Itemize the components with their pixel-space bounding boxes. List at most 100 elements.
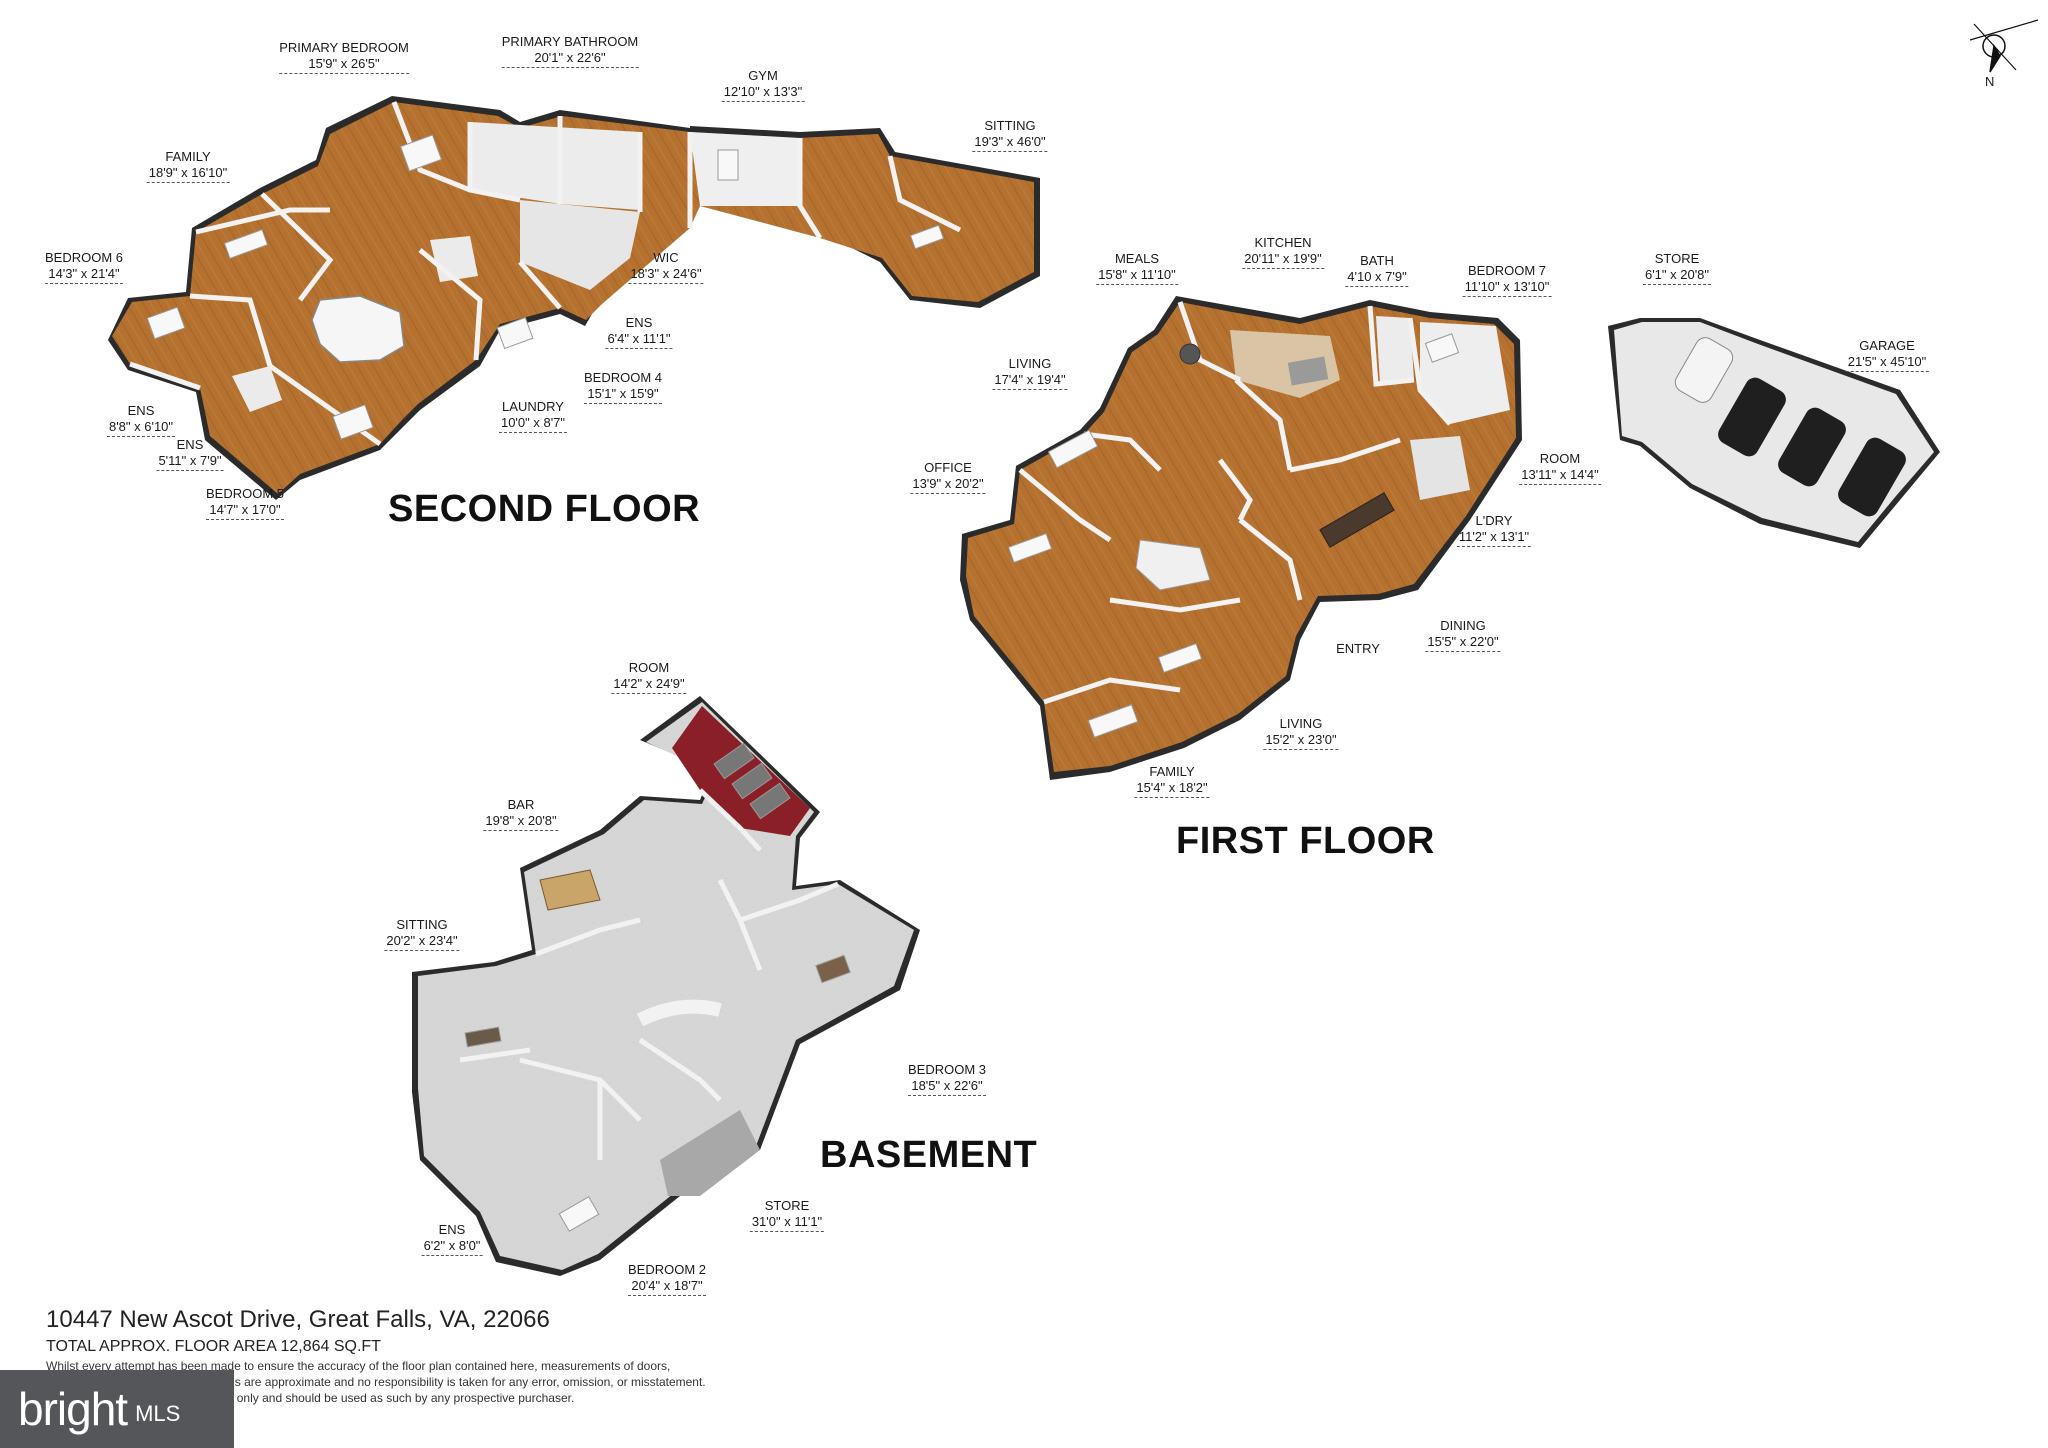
room-name: PRIMARY BATHROOM: [501, 34, 639, 49]
room-name: STORE: [764, 1198, 810, 1213]
second-floor-surface: [112, 102, 1034, 494]
basement-store-area: [660, 1110, 760, 1196]
garage-cars: [1674, 337, 1906, 517]
room-dimension: 15'1" x 15'9": [583, 386, 663, 404]
room-name: FAMILY: [165, 149, 211, 164]
room-dimension: 11'10" x 13'10": [1462, 279, 1552, 297]
room-name: ENS: [176, 437, 204, 452]
room-label-entry: ENTRY: [1336, 641, 1380, 657]
room-name: PRIMARY BEDROOM: [279, 40, 409, 55]
second-floor-furniture: [146, 134, 945, 440]
room-name: KITCHEN: [1254, 235, 1312, 250]
room-dimension: 19'3" x 46'0": [972, 134, 1048, 152]
first-floor-surface: [966, 302, 1516, 772]
room-dimension: 10'0" x 8'7": [498, 415, 568, 433]
room-name: ENS: [127, 403, 155, 418]
room-dimension: 15'4" x 18'2": [1134, 780, 1210, 798]
room-dimension: 13'11" x 14'4": [1519, 467, 1601, 485]
logo-suffix-text: MLS: [135, 1401, 181, 1426]
room-name: BEDROOM 2: [627, 1262, 707, 1277]
second-floor-title: SECOND FLOOR: [388, 488, 701, 530]
total-floor-area: TOTAL APPROX. FLOOR AREA 12,864 SQ.FT: [46, 1338, 381, 1355]
first-floor-walls: [1018, 301, 1452, 705]
room-dimension: 17'4" x 19'4": [992, 372, 1068, 390]
room-name: MEALS: [1114, 251, 1160, 266]
room-dimension: 20'11" x 19'9": [1242, 251, 1324, 269]
room-name: DINING: [1440, 618, 1486, 633]
room-dimension: 14'7" x 17'0": [205, 502, 285, 520]
room-dimension: 20'2" x 23'4": [384, 933, 460, 951]
room-name: ENS: [625, 315, 653, 330]
bright-mls-logo: bright MLS: [0, 1370, 234, 1448]
second-floor-plan: [108, 96, 1040, 500]
room-name: GYM: [748, 68, 778, 83]
room-name: SITTING: [984, 118, 1036, 133]
first-floor-plan: [960, 296, 1940, 780]
room-dimension: 20'1" x 22'6": [501, 50, 639, 68]
room-dimension: 15'9" x 26'5": [279, 56, 409, 74]
first-floor-title: FIRST FLOOR: [1176, 820, 1435, 862]
room-dimension: 8'8" x 6'10": [106, 419, 176, 437]
room-dimension: 4'10 x 7'9": [1345, 269, 1409, 287]
stair-area: [1135, 539, 1211, 591]
first-floor-furniture: [1007, 333, 1460, 738]
room-dimension: 13'9" x 20'2": [910, 476, 986, 494]
ens-area: [232, 366, 282, 412]
room-name: BEDROOM 6: [44, 250, 124, 265]
logo-brand-text: bright: [18, 1383, 128, 1435]
bath-area: [1376, 316, 1414, 384]
primary-bathroom-area: [470, 122, 640, 210]
compass-icon: [1969, 19, 2039, 73]
room-name: LAUNDRY: [502, 399, 564, 414]
room-name: GARAGE: [1859, 338, 1915, 353]
basement-walls: [459, 788, 839, 1160]
bar-counter: [539, 869, 601, 911]
room-name: BAR: [507, 797, 535, 812]
room-name: STORE: [1654, 251, 1700, 266]
basement-title: BASEMENT: [820, 1134, 1038, 1176]
room-name: BEDROOM 3: [907, 1062, 987, 1077]
room-name: L'DRY: [1475, 513, 1513, 528]
room-name: SITTING: [396, 917, 448, 932]
room-dimension: 6'4" x 11'1": [605, 331, 673, 349]
basement-furniture: [464, 742, 851, 1232]
room-dimension: 20'4" x 18'7": [627, 1278, 707, 1296]
property-address: 10447 New Ascot Drive, Great Falls, VA, …: [46, 1306, 550, 1333]
compass-north-label: N: [1985, 74, 1995, 89]
room-name: ROOM: [628, 660, 670, 675]
stair-void: [311, 295, 405, 363]
basement-surface: [418, 702, 914, 1270]
room-dimension: 15'8" x 11'10": [1096, 267, 1178, 285]
room-name: ENS: [438, 1222, 466, 1237]
room-name: ENTRY: [1336, 641, 1380, 656]
room-dimension: 6'1" x 20'8": [1642, 267, 1712, 285]
room-name: WIC: [653, 250, 679, 265]
room-dimension: 14'2" x 24'9": [611, 676, 687, 694]
